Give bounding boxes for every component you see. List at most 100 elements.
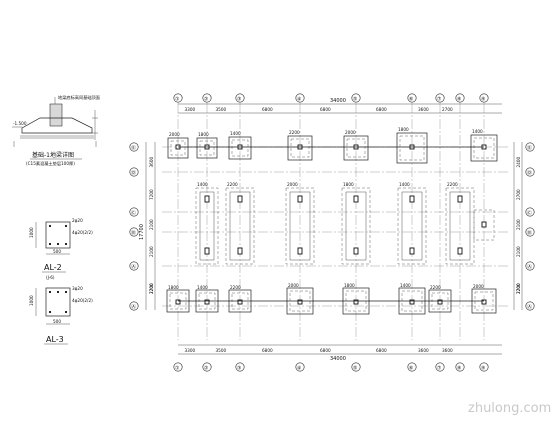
axis-bubble-left xyxy=(129,261,139,271)
right-span-dimension: 2100 xyxy=(516,246,521,257)
footing-step-top-row xyxy=(231,139,249,157)
strip-footing-inner xyxy=(199,191,215,261)
detail-title: 基础-1地梁详图 xyxy=(32,151,74,159)
axis-label-top: ⑦ xyxy=(437,97,442,103)
footing-step-top-row xyxy=(346,138,366,158)
footing-step-top-row xyxy=(473,137,495,159)
footing-pad-top-row xyxy=(196,137,218,159)
footing-size-label: 2000 xyxy=(169,132,180,137)
axis-bubble-left xyxy=(129,207,139,217)
footing-size-label: 1800 xyxy=(398,127,409,132)
axis-bubble-bottom xyxy=(235,362,245,372)
axis-label-top: ⑤ xyxy=(353,97,357,103)
footing-size-label: 2000 xyxy=(473,284,484,289)
footing-size-label: 1800 xyxy=(168,285,179,290)
axis-label-bottom: ⑨ xyxy=(481,366,485,372)
strip-footing-size: 1400 xyxy=(399,182,410,187)
left-span-dimension: 3600 xyxy=(149,157,154,168)
left-span-dimension: 7200 xyxy=(149,189,154,200)
axis-label-top: ⑥ xyxy=(409,97,414,103)
strip-footing-outline xyxy=(397,187,427,265)
al3-width: 500 xyxy=(53,319,61,324)
axis-bubble-left xyxy=(129,142,139,152)
al2-height: 1000 xyxy=(29,227,34,238)
left-span-dimension: 2100 xyxy=(149,246,154,257)
column-stub-bottom-row xyxy=(481,299,487,305)
footing-size-label: 1400 xyxy=(472,129,483,134)
column-stub-middle xyxy=(409,195,415,203)
top-span-dimension: 6800 xyxy=(262,107,273,112)
footing-step-top-row xyxy=(170,140,186,156)
left-span-dimension: 2100 xyxy=(149,219,154,230)
axis-bubble-bottom xyxy=(479,362,489,372)
footing-pad-top-row xyxy=(396,132,428,164)
axis-bubble-right xyxy=(525,207,535,217)
right-span-dimension: 2700 xyxy=(516,283,521,294)
axis-label-bottom: ② xyxy=(204,366,209,372)
axis-bubble-top xyxy=(173,93,183,103)
axis-bubble-bottom xyxy=(407,362,417,372)
footing-size-label: 2200 xyxy=(230,285,241,290)
bottom-span-dimension: 3600 xyxy=(418,348,429,353)
beam-section-al2: 1000 2φ20 4φ20(2/2) 500 AL-2 (J-6) xyxy=(29,218,93,280)
axis-bubble-top xyxy=(407,93,417,103)
axis-label-bottom: ⑦ xyxy=(437,366,442,372)
footing-size-label: 1800 xyxy=(198,132,209,137)
axis-bubble-right xyxy=(525,167,535,177)
axis-label-bottom: ① xyxy=(175,366,180,372)
column-stub-bottom-row xyxy=(297,299,303,305)
strip-footing-size: 1800 xyxy=(343,182,354,187)
bottom-span-dimension: 6800 xyxy=(320,348,331,353)
al2-bottom-bar: 4φ20(2/2) xyxy=(72,230,93,235)
strip-footing-size: 2200 xyxy=(227,182,238,187)
column-stub-middle xyxy=(353,195,359,203)
top-span-dimension: 3600 xyxy=(418,107,429,112)
strip-footing-inner xyxy=(229,191,251,261)
watermark: zhulong.com xyxy=(468,401,551,416)
right-span-dimension: 2400 xyxy=(516,157,521,168)
axis-label-top: ⑨ xyxy=(481,97,485,103)
al3-top-bar: 3φ20 xyxy=(72,286,83,291)
column-stub-middle xyxy=(204,195,210,203)
top-span-dimension: 3300 xyxy=(185,107,196,112)
axis-bubble-top xyxy=(295,93,305,103)
axis-label-bottom: ⑧ xyxy=(457,366,462,372)
right-span-dimension: 2700 xyxy=(516,189,521,200)
column-stub-middle xyxy=(237,195,243,203)
axis-label-top: ② xyxy=(204,97,209,103)
axis-bubble-bottom xyxy=(435,362,445,372)
bottom-span-dimension: 3600 xyxy=(442,348,453,353)
footing-step-top-row xyxy=(399,135,425,161)
footing-size-label: 1400 xyxy=(197,285,208,290)
footing-pad-top-row xyxy=(167,137,189,159)
left-span-dimension: 7200 xyxy=(149,283,154,294)
footing-pad-top-row xyxy=(343,135,369,161)
axis-label-left: Ⓐ xyxy=(131,264,136,271)
footing-size-label: 2000 xyxy=(288,283,299,288)
strip-footing-size: 2000 xyxy=(287,182,298,187)
axis-bubble-top xyxy=(235,93,245,103)
column-stub-bottom-row xyxy=(204,299,210,305)
al2-title: AL-2 xyxy=(44,263,62,272)
edge-footing-outline xyxy=(473,209,495,241)
axis-label-top: ③ xyxy=(237,97,241,103)
axis-bubble-right xyxy=(525,142,535,152)
axis-bubble-left xyxy=(129,227,139,237)
footing-size-label: 1400 xyxy=(230,131,241,136)
strip-footing-outline xyxy=(341,187,371,265)
axis-bubble-bottom xyxy=(295,362,305,372)
strip-footing-size: 1400 xyxy=(197,182,208,187)
detail-elevation: -1.500 xyxy=(13,121,27,126)
footing-step-top-row xyxy=(290,138,310,158)
footing-pad-top-row xyxy=(470,134,498,162)
detail-top-note: 地梁底标高同基础顶面 xyxy=(58,94,100,101)
column-stub-middle xyxy=(297,247,303,255)
strip-footing-outline xyxy=(195,187,219,265)
strip-footing-inner xyxy=(449,191,471,261)
foundation-plan: 34000 34000 17700 xyxy=(139,98,523,362)
axis-label-right: Ⓐ xyxy=(527,264,532,271)
bottom-span-dimension: 3500 xyxy=(216,348,227,353)
beam-section-al3: 1000 3φ20 4φ20(2/2) 500 AL-3 xyxy=(29,286,93,345)
